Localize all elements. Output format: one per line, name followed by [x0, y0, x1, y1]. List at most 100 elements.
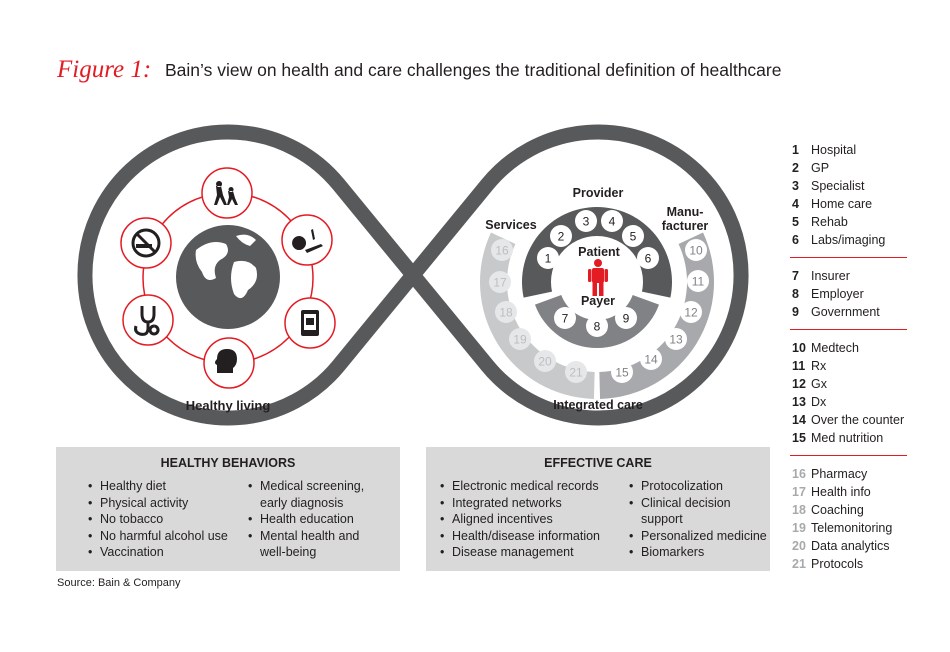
- legend-item: 15 Med nutrition: [792, 429, 883, 447]
- legend-label: Home care: [811, 197, 873, 211]
- legend-label: Coaching: [811, 503, 864, 517]
- legend-number: 14: [792, 413, 806, 427]
- number-label: 9: [623, 312, 630, 326]
- figure-title: Bain’s view on health and care challenge…: [165, 60, 782, 80]
- legend-item: 13 Dx: [792, 393, 826, 411]
- health-label: HEALTH: [203, 141, 253, 155]
- number-marker-13: 13: [665, 328, 687, 350]
- number-label: 17: [493, 276, 507, 290]
- number-label: 2: [558, 230, 565, 244]
- health-cluster: Healthy living: [120, 167, 336, 413]
- number-marker-20: 20: [534, 350, 556, 372]
- care-label: CARE: [580, 141, 615, 155]
- number-label: 6: [645, 252, 652, 266]
- mobile-health-app-icon: [284, 297, 336, 349]
- legend-label: GP: [811, 161, 830, 175]
- legend-label: Rehab: [811, 215, 848, 229]
- legend-separator: [790, 329, 907, 330]
- legend-item: 1 Hospital: [792, 141, 856, 159]
- number-marker-2: 2: [550, 225, 572, 247]
- number-label: 15: [615, 366, 629, 380]
- manufacturer-label-line1: Manu-: [667, 205, 704, 219]
- legend-number: 12: [792, 377, 806, 391]
- bullet-item: Healthy diet: [86, 478, 236, 495]
- figure-label: Figure 1:: [57, 56, 152, 83]
- legend-number: 16: [792, 467, 806, 481]
- legend-item: 5 Rehab: [792, 213, 848, 231]
- legend-number: 5: [792, 215, 799, 229]
- number-label: 1: [545, 252, 552, 266]
- legend-separator: [790, 455, 907, 456]
- number-label: 21: [569, 366, 583, 380]
- number-marker-6: 6: [637, 247, 659, 269]
- bullet-item: No harmful alcohol use: [86, 528, 236, 545]
- healthy-behaviors-list-1: Healthy dietPhysical activityNo tobaccoN…: [86, 478, 236, 561]
- legend-number: 2: [792, 161, 799, 175]
- no-smoking-icon: [120, 217, 172, 269]
- stethoscope-icon: [122, 294, 174, 346]
- number-marker-7: 7: [554, 307, 576, 329]
- number-marker-8: 8: [586, 315, 608, 337]
- number-marker-4: 4: [601, 210, 623, 232]
- legend-number: 7: [792, 269, 799, 283]
- bullet-item: Electronic medical records: [438, 478, 618, 495]
- number-marker-17: 17: [489, 271, 511, 293]
- legend-number: 4: [792, 197, 799, 211]
- legend-label: Telemonitoring: [811, 521, 893, 535]
- patient-label: Patient: [578, 245, 621, 259]
- legend-label: Government: [811, 305, 880, 319]
- legend-item: 7 Insurer: [792, 267, 850, 285]
- number-marker-9: 9: [615, 307, 637, 329]
- provider-label: Provider: [573, 186, 624, 200]
- legend-number: 10: [792, 341, 806, 355]
- services-band: [479, 232, 595, 399]
- source-note: Source: Bain & Company: [57, 577, 181, 589]
- legend-label: Data analytics: [811, 539, 890, 553]
- legend-separator: [790, 257, 907, 258]
- legend-number: 11: [792, 359, 806, 373]
- legend-label: Med nutrition: [811, 431, 884, 445]
- legend-label: Employer: [811, 287, 864, 301]
- number-marker-15: 15: [611, 361, 633, 383]
- number-marker-14: 14: [640, 348, 662, 370]
- number-label: 4: [609, 215, 616, 229]
- legend-number: 13: [792, 395, 806, 409]
- legend-label: Gx: [811, 377, 827, 391]
- number-marker-19: 19: [509, 328, 531, 350]
- number-label: 11: [692, 275, 705, 289]
- number-label: 5: [630, 230, 637, 244]
- globe-icon: [176, 225, 280, 329]
- bullet-item: Aligned incentives: [438, 511, 618, 528]
- bullet-item: Health education: [246, 511, 386, 528]
- legend-label: Dx: [811, 395, 827, 409]
- manufacturer-label-line2: facturer: [662, 219, 709, 233]
- legend-label: Insurer: [811, 269, 850, 283]
- number-label: 18: [499, 306, 513, 320]
- number-marker-1: 1: [537, 247, 559, 269]
- healthy-food-icon: [281, 214, 333, 266]
- effective-care-list-2: ProtocolizationClinical decision support…: [627, 478, 767, 561]
- number-label: 14: [644, 353, 658, 367]
- bullet-item: Personalized medicine: [627, 528, 767, 545]
- legend-number: 15: [792, 431, 806, 445]
- bullet-item: Mental health and well-being: [246, 528, 386, 561]
- legend-number: 3: [792, 179, 799, 193]
- legend-number: 1: [792, 143, 799, 157]
- brain-gears-icon: [203, 337, 255, 389]
- legend-number: 8: [792, 287, 799, 301]
- bullet-item: Protocolization: [627, 478, 767, 495]
- number-label: 8: [594, 320, 601, 334]
- legend-label: Over the counter: [811, 413, 905, 427]
- number-label: 19: [513, 333, 527, 347]
- effective-care-box: EFFECTIVE CARE Electronic medical record…: [426, 447, 770, 571]
- legend-label: Hospital: [811, 143, 857, 157]
- healthy-behaviors-list-2: Medical screening, early diagnosisHealth…: [246, 478, 386, 561]
- bullet-item: Biomarkers: [627, 544, 767, 561]
